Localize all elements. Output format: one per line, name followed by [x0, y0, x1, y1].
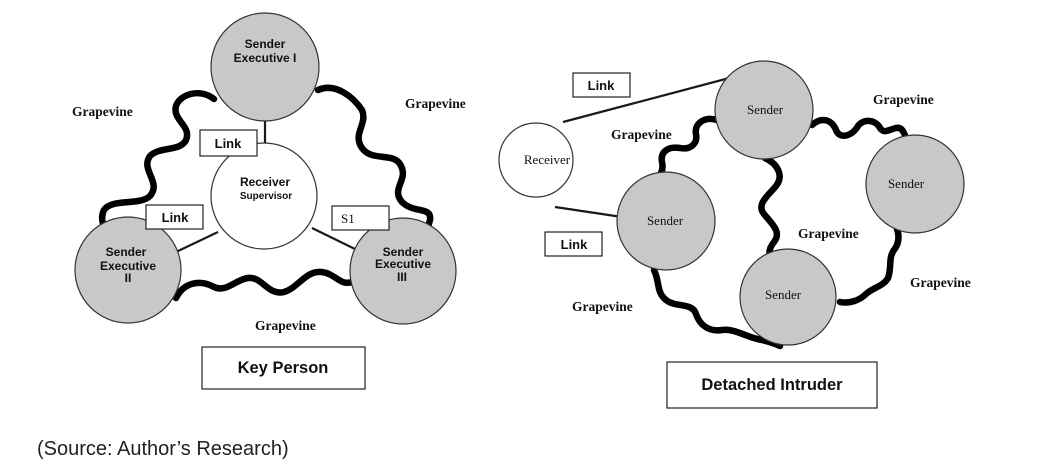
grapevine-label-upper-left: Grapevine: [611, 127, 672, 142]
sender-top-label: Sender: [747, 102, 784, 117]
link-line-receiver-sender-top: [562, 70, 753, 124]
s1-box-text: S1: [341, 211, 355, 226]
link-box-top-text: Link: [215, 136, 242, 151]
receiver-supervisor-node: [210, 142, 318, 250]
sender3-label-line3: III: [397, 270, 407, 284]
sender-left-label: Sender: [647, 213, 684, 228]
grapevine-label-bottom: Grapevine: [255, 318, 316, 333]
link-box-left-text: Link: [162, 210, 189, 225]
sender2-label-line2: Executive: [100, 259, 156, 273]
link-line-sender3-receiver: [311, 227, 358, 251]
grapevine-label-lower-left: Grapevine: [572, 299, 633, 314]
link-box-top: [199, 129, 258, 157]
sender3-label-line2: Executive: [375, 257, 431, 271]
link-box-lower: [544, 231, 603, 257]
grapevine-line-top-right: [808, 116, 912, 152]
grapevine-line-s1-s3: [314, 84, 434, 242]
grapevine-label-center: Grapevine: [798, 226, 859, 241]
receiver-label: Receiver: [524, 152, 571, 167]
sender2-label-line3: II: [125, 271, 132, 285]
sender-top-node: [714, 60, 814, 160]
sender-executive-1-node: [210, 12, 320, 122]
sender-right-node: [865, 134, 965, 234]
sender-executive-2-node: [74, 216, 182, 324]
receiver-node: [498, 122, 574, 198]
key-person-diagram: Sender Executive I Receiver Supervisor S…: [72, 12, 466, 390]
source-caption: (Source: Author’s Research): [37, 438, 289, 460]
detached-intruder-diagram: Receiver Sender Sender Sender Sender Lin…: [498, 60, 971, 409]
key-person-title-box: [201, 346, 366, 390]
key-person-title: Key Person: [238, 359, 329, 377]
grapevine-line-right-bottom: [836, 214, 902, 306]
grapevine-label-left: Grapevine: [72, 104, 133, 119]
link-box-lower-text: Link: [561, 237, 588, 252]
s1-box: [331, 205, 390, 231]
link-box-upper: [572, 72, 631, 98]
grapevine-line-s1-s2: [98, 89, 218, 244]
sender3-label-line1: Sender: [383, 245, 424, 259]
sender-left-node: [616, 171, 716, 271]
link-box-left: [145, 204, 204, 230]
grapevine-line-s2-s3: [172, 268, 356, 302]
grapevine-label-right: Grapevine: [405, 96, 466, 111]
receiver-label-line2: Supervisor: [240, 191, 292, 202]
grapevine-label-lower-right: Grapevine: [910, 275, 971, 290]
grapevine-line-left-bottom: [650, 266, 784, 350]
sender2-label-line1: Sender: [106, 245, 147, 259]
sender1-label-line2: Executive I: [234, 51, 297, 65]
sender-right-label: Sender: [888, 176, 925, 191]
link-line-receiver-sender-left: [554, 205, 623, 219]
detached-intruder-title-box: [666, 361, 878, 409]
sender-bottom-label: Sender: [765, 287, 802, 302]
grapevine-line-top-bottom: [758, 154, 783, 266]
link-box-upper-text: Link: [588, 78, 615, 93]
grapevine-label-upper-right: Grapevine: [873, 92, 934, 107]
link-line-sender2-receiver: [175, 231, 219, 253]
sender-bottom-node: [739, 248, 837, 346]
sender1-label-line1: Sender: [245, 37, 286, 51]
sender-executive-3-node: [349, 217, 457, 325]
receiver-label-line1: Receiver: [240, 175, 290, 189]
detached-intruder-title: Detached Intruder: [701, 376, 843, 394]
grapevine-line-top-left: [652, 115, 721, 184]
